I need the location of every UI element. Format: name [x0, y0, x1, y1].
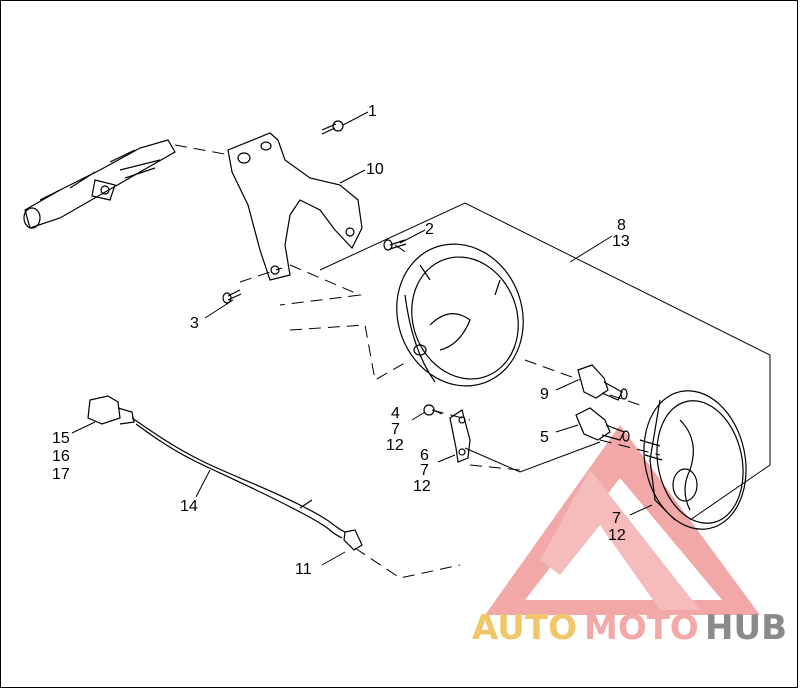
callout-17: 17 — [52, 466, 70, 483]
handlebar-clamp-icon — [23, 139, 176, 229]
callout-12: 12 — [413, 478, 431, 495]
headlamp-lens-icon — [639, 390, 747, 530]
watermark-hub: HUB — [705, 608, 787, 648]
assembly-guide-lines — [174, 144, 661, 579]
callout-12: 12 — [386, 437, 404, 454]
callout-3: 3 — [190, 315, 199, 332]
screw-1-icon — [321, 120, 344, 135]
callout-11: 11 — [295, 561, 312, 578]
kit-outline — [319, 202, 771, 521]
callout-15: 15 — [52, 430, 70, 447]
watermark-logo — [485, 425, 760, 615]
callout-7: 7 — [612, 510, 621, 527]
bulb-icons — [575, 364, 630, 442]
bulb-9-icon — [577, 364, 628, 401]
callout-1: 1 — [368, 103, 377, 120]
screw-3-icon — [222, 289, 242, 304]
harness-connector-icon — [87, 395, 121, 425]
harness-terminal-icon — [343, 529, 363, 551]
callout-6: 6 — [420, 447, 429, 464]
watermark-moto: MOTO — [584, 608, 699, 648]
watermark-triangle-icon — [485, 425, 760, 615]
callout-leaders — [71, 111, 653, 566]
headlamp-bracket-icon — [227, 132, 363, 281]
wiring-harness-icon — [87, 395, 363, 551]
callout-7: 7 — [391, 421, 400, 438]
callout-14: 14 — [180, 498, 198, 515]
callout-7: 7 — [420, 462, 429, 479]
callout-5: 5 — [540, 429, 549, 446]
callout-13: 13 — [612, 233, 630, 250]
callout-8: 8 — [617, 217, 626, 234]
screw-icons — [222, 120, 407, 304]
bulb-5-icon — [575, 407, 630, 442]
callout-2: 2 — [425, 221, 434, 238]
watermark-text: AUTO MOTO HUB — [472, 608, 787, 648]
callout-12: 12 — [608, 527, 626, 544]
headlamp-shell-icon — [396, 243, 524, 387]
callout-4: 4 — [391, 405, 400, 422]
callout-9: 9 — [540, 386, 549, 403]
kit-outline-lower — [464, 441, 601, 473]
watermark-inner-stroke-icon — [540, 470, 700, 610]
callout-numbers: 1 10 2 8 13 3 9 5 4 7 12 6 7 12 15 16 17… — [52, 103, 630, 578]
screw-2-icon — [383, 239, 407, 251]
watermark-auto: AUTO — [472, 608, 577, 648]
callout-10: 10 — [366, 161, 384, 178]
callout-16: 16 — [52, 448, 70, 465]
mounting-clip-icon — [449, 409, 471, 463]
screw-4-icon — [423, 404, 443, 416]
